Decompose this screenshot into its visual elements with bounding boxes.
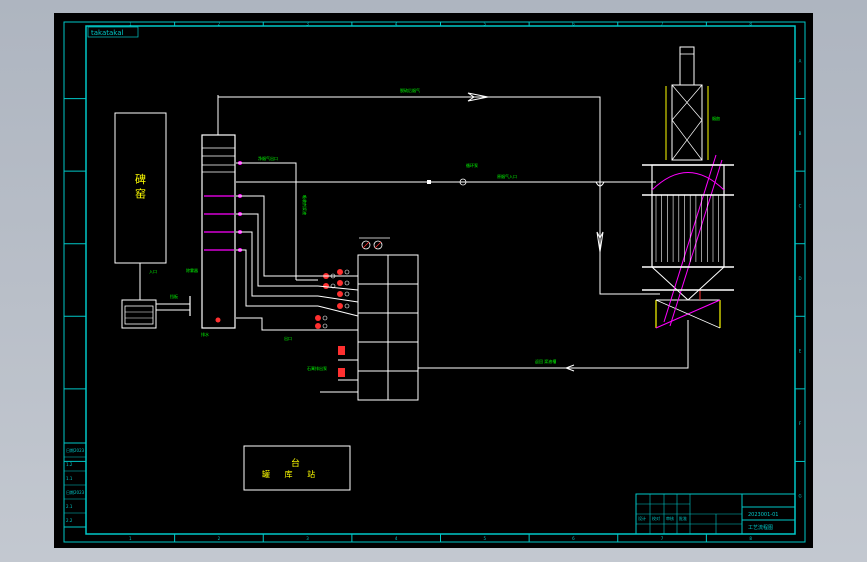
top-flue-pipe bbox=[218, 96, 660, 295]
revision-row: 2.2 bbox=[66, 518, 73, 523]
col-number-top: 4 bbox=[395, 22, 398, 27]
title-block bbox=[635, 493, 796, 535]
lower-tag: 石膏排出泵 bbox=[307, 365, 327, 371]
svg-text:校对: 校对 bbox=[652, 515, 660, 521]
valve-tag: 循环泵 bbox=[466, 162, 478, 168]
slurry-tank[interactable] bbox=[357, 254, 419, 401]
pump[interactable] bbox=[315, 315, 321, 321]
col-number-bottom: 1 bbox=[129, 536, 132, 541]
pump[interactable] bbox=[323, 283, 329, 289]
pump[interactable] bbox=[315, 323, 321, 329]
pump[interactable] bbox=[337, 291, 343, 297]
pump[interactable] bbox=[337, 303, 343, 309]
col-number-top: 2 bbox=[218, 22, 221, 27]
col-number-bottom: 7 bbox=[661, 536, 664, 541]
title-stamp-text: takatakal bbox=[91, 29, 124, 37]
kiln-label: 碑 窑 bbox=[134, 173, 147, 199]
pump-motor bbox=[344, 291, 350, 297]
col-number-top: 7 bbox=[661, 22, 664, 27]
svg-text:设计: 设计 bbox=[638, 515, 646, 521]
damper-tag: 挡板 bbox=[170, 293, 178, 299]
drain-tag: 排水 bbox=[201, 331, 209, 337]
col-number-top: 3 bbox=[306, 22, 309, 27]
chimney-tag: 烟囱 bbox=[712, 115, 720, 121]
storage-station-box[interactable] bbox=[243, 445, 351, 491]
absorber-tower[interactable] bbox=[201, 95, 236, 329]
col-number-bottom: 6 bbox=[572, 536, 575, 541]
pump-motor bbox=[344, 280, 350, 286]
return-arrow bbox=[564, 364, 575, 372]
drawing-sheet bbox=[54, 13, 813, 548]
pump-motor bbox=[322, 315, 328, 321]
storage-label-top: 台 bbox=[291, 457, 300, 469]
top-flue-label: 脱硫后烟气 bbox=[400, 87, 420, 93]
pipe-crossing bbox=[595, 181, 605, 187]
recirculation-lines bbox=[236, 195, 318, 331]
col-number-bottom: 4 bbox=[395, 536, 398, 541]
vertical-feed-label: 吸收剂浆液 bbox=[302, 195, 308, 215]
row-letter-right: F bbox=[799, 421, 802, 426]
top-flue-arrow bbox=[467, 92, 489, 102]
middle-flue-label: 原烟气入口 bbox=[497, 173, 517, 179]
tower-top-tag: 除雾器 bbox=[186, 267, 198, 273]
pump-motor bbox=[344, 303, 350, 309]
flue-flange bbox=[427, 180, 431, 184]
return-line bbox=[418, 320, 689, 369]
revision-row: 2.1 bbox=[66, 504, 73, 509]
pump[interactable] bbox=[337, 269, 343, 275]
drawing-number: 2023001-01 bbox=[748, 512, 778, 518]
pump-motor bbox=[344, 269, 350, 275]
revision-row: 1.1 bbox=[66, 476, 73, 481]
outer-frame bbox=[63, 21, 806, 543]
col-number-bottom: 5 bbox=[484, 536, 487, 541]
down-arrow bbox=[596, 231, 604, 253]
circulation-pumps[interactable] bbox=[315, 269, 350, 329]
col-number-top: 6 bbox=[572, 22, 575, 27]
return-line-label: 返回 浆液槽 bbox=[535, 358, 556, 364]
row-letter-right: E bbox=[799, 349, 802, 354]
drawing-name: 工艺流程图 bbox=[748, 524, 773, 531]
revision-row: 1.2 bbox=[66, 462, 73, 467]
col-number-bottom: 2 bbox=[218, 536, 221, 541]
col-number-bottom: 3 bbox=[306, 536, 309, 541]
induced-draft-fan[interactable] bbox=[121, 263, 191, 329]
tank-feed-lines bbox=[317, 275, 359, 393]
pump[interactable] bbox=[337, 280, 343, 286]
storage-label-bottom: 罐 库 站 bbox=[262, 469, 321, 479]
svg-text:审核: 审核 bbox=[666, 515, 674, 521]
svg-text:批准: 批准 bbox=[679, 515, 687, 521]
row-letter-right: B bbox=[799, 131, 802, 136]
inlet-tag: 入口 bbox=[149, 269, 157, 274]
row-letter-right: C bbox=[799, 203, 802, 208]
title-stamp-box bbox=[87, 26, 139, 38]
precipitator-ledges bbox=[642, 164, 734, 291]
column-zone-markers: 1 1 2 2 3 3 4 4 5 5 6 6 7 7 8 8 bbox=[129, 22, 752, 542]
col-number-top: 5 bbox=[484, 22, 487, 27]
revision-table: 日期2023 1.2 1.1 日期2023 2.1 2.2 bbox=[63, 442, 87, 528]
title-header-cells: 设计 校对 审核 批准 bbox=[638, 515, 687, 521]
spray-levels bbox=[204, 161, 242, 252]
tank-gauges bbox=[359, 237, 390, 250]
row-zone-markers: A B C D E F G bbox=[64, 58, 805, 499]
gypsum-pumps[interactable] bbox=[338, 346, 345, 377]
row-letter-right: A bbox=[799, 58, 802, 63]
row-letter-right: D bbox=[798, 276, 801, 281]
row-letter-right: G bbox=[798, 494, 801, 499]
col-number-bottom: 8 bbox=[749, 536, 752, 541]
col-number-top: 8 bbox=[749, 22, 752, 27]
col-number-top: 1 bbox=[129, 22, 132, 27]
pump-motor bbox=[322, 323, 328, 329]
tower-bottom-valve[interactable] bbox=[215, 317, 221, 323]
revision-row: 日期2023 bbox=[66, 489, 85, 495]
tower-outlet-pipe bbox=[236, 162, 297, 280]
revision-row: 日期2023 bbox=[66, 447, 85, 453]
flue-damper-valve[interactable] bbox=[459, 178, 467, 186]
precipitator-plates bbox=[655, 195, 720, 262]
tower-outlet-label: 净烟气出口 bbox=[258, 155, 278, 161]
pump-tag-lower: 出口 bbox=[284, 335, 292, 341]
